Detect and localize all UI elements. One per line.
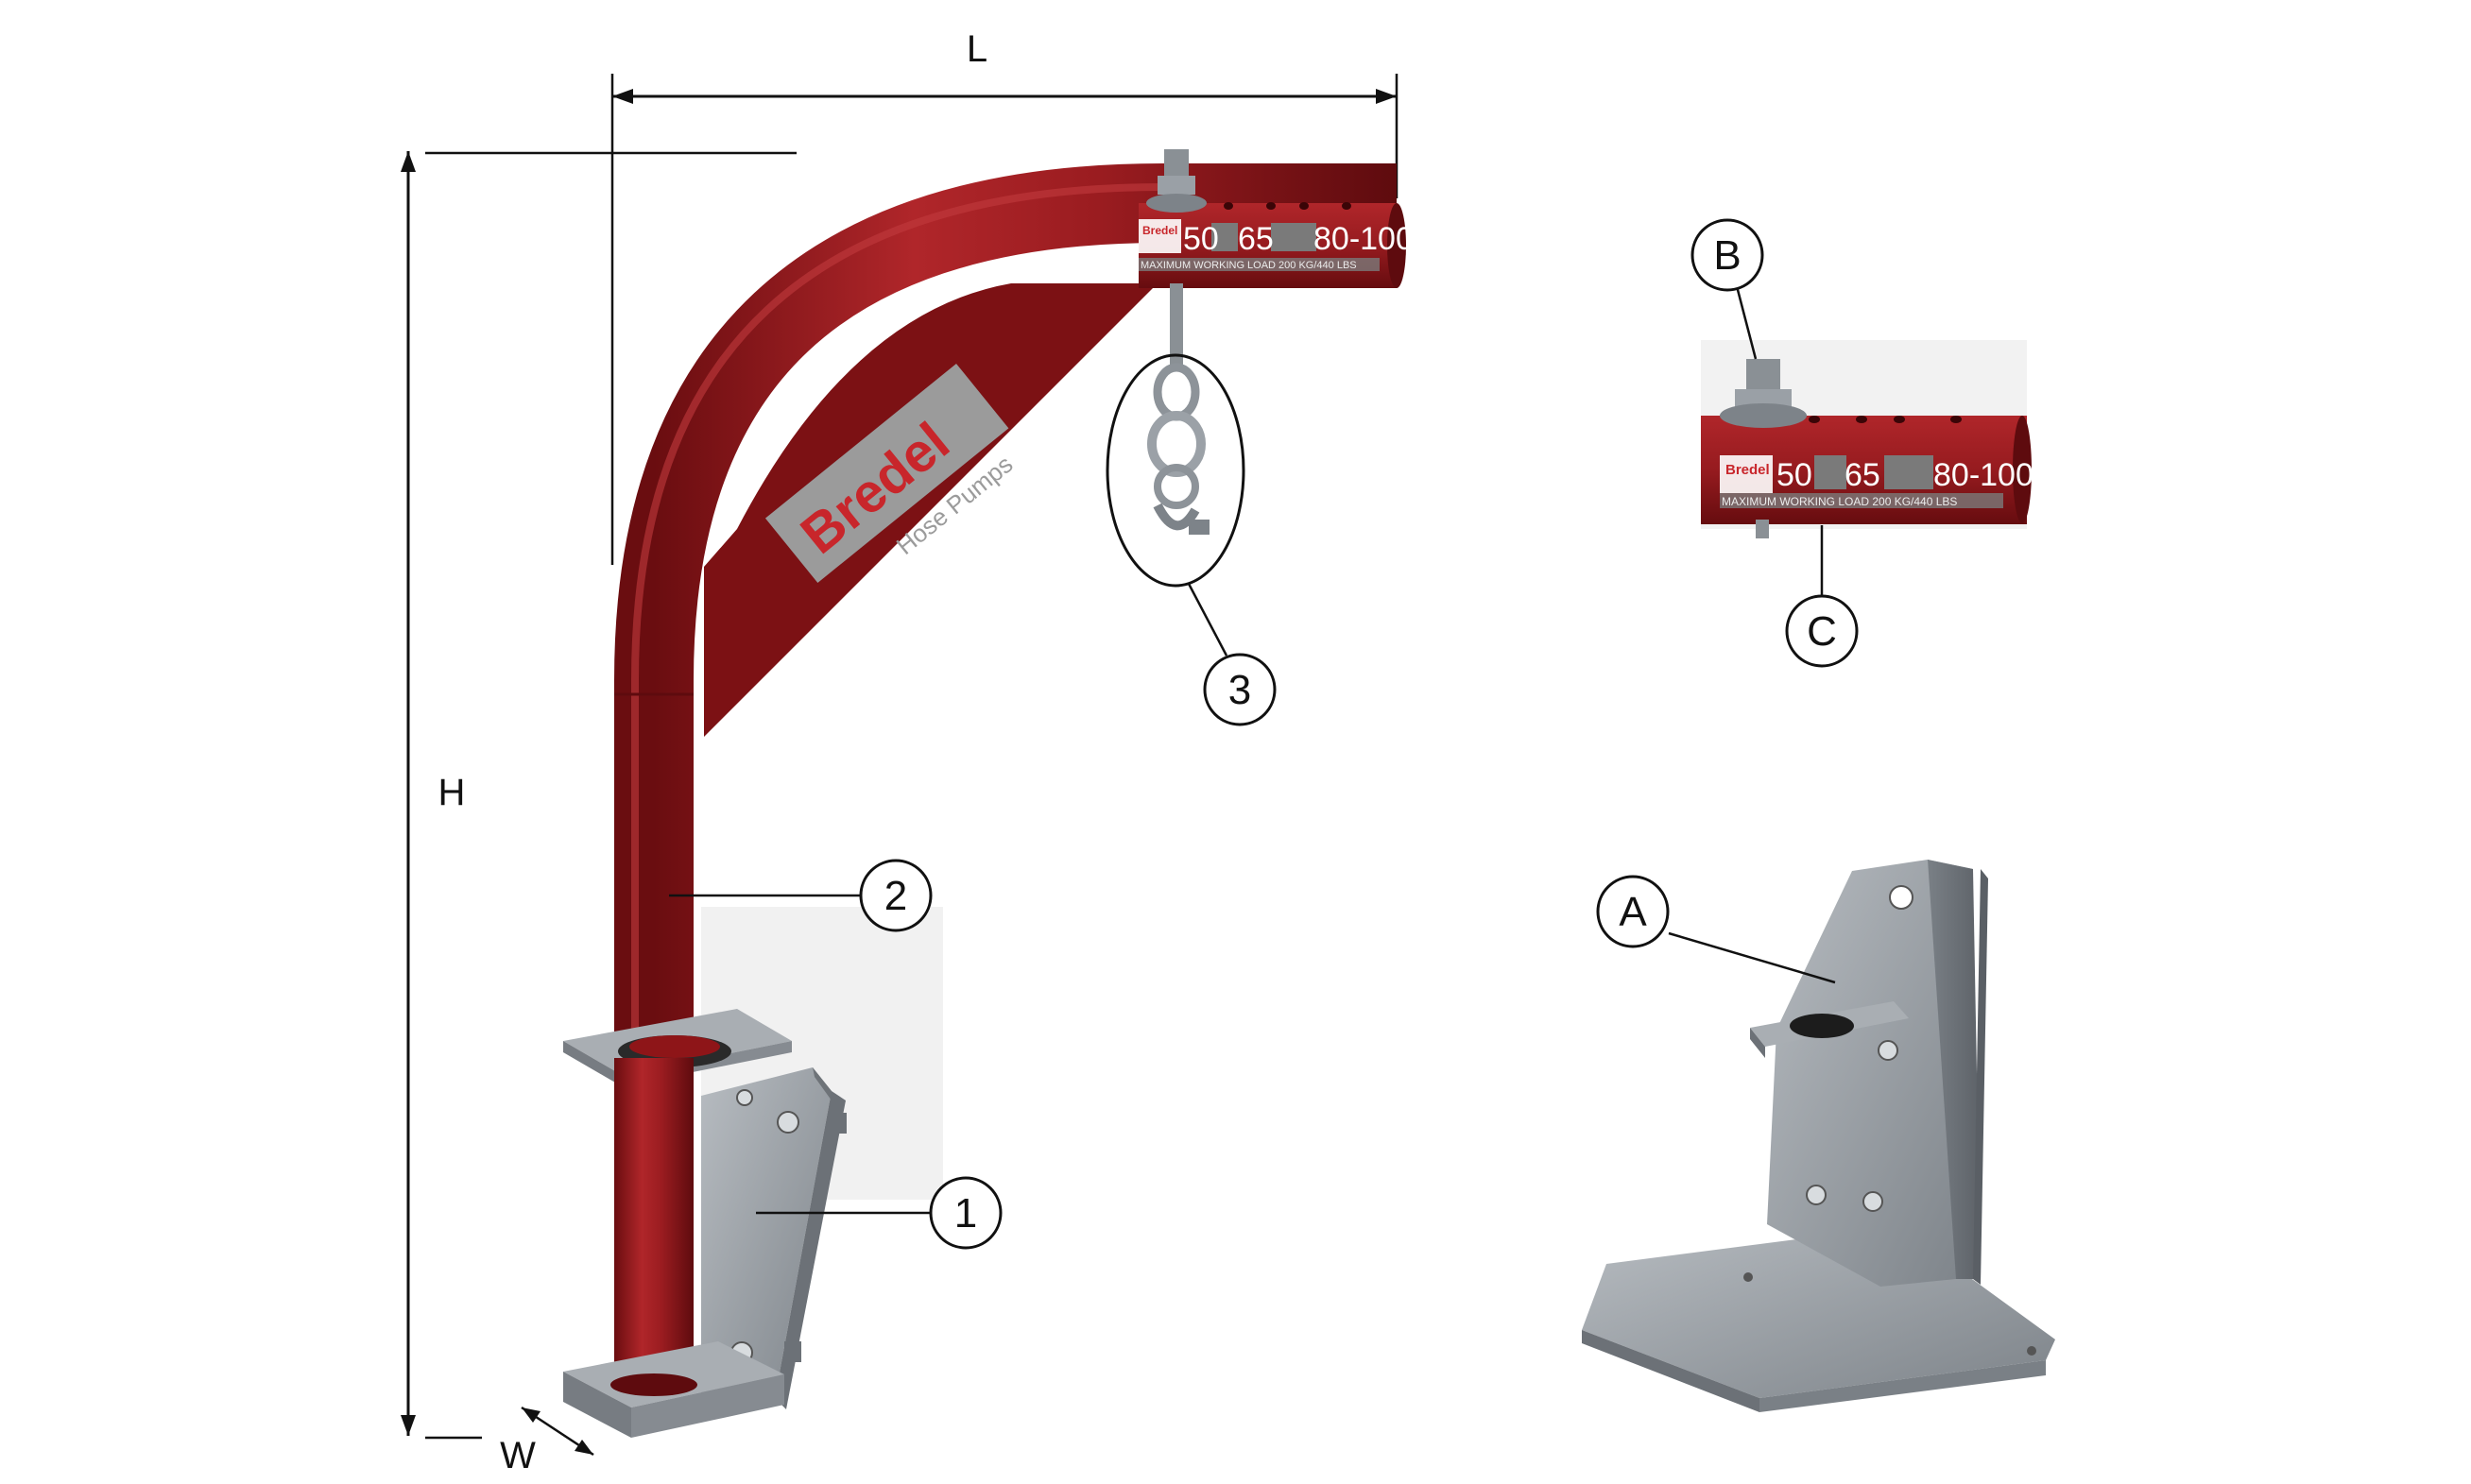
dimension-l-label: L: [967, 28, 987, 70]
base-plate: [563, 1341, 784, 1438]
callout-b-label: B: [1713, 232, 1741, 279]
detail-bracket: [1582, 860, 2055, 1412]
callout-1: 1: [756, 1176, 1003, 1250]
detail-scale-pos-80-100: 80-100: [1933, 457, 2033, 493]
callout-b: B: [1690, 218, 1764, 360]
dimension-h-label: H: [438, 772, 466, 813]
callout-1-label: 1: [954, 1190, 977, 1237]
callout-c-label: C: [1807, 608, 1837, 655]
dimension-w-label: W: [500, 1435, 536, 1476]
callout-2-label: 2: [884, 873, 907, 919]
arm-tube: [614, 163, 1397, 1389]
callout-2: 2: [669, 859, 933, 932]
detail-scale-load-text: MAXIMUM WORKING LOAD 200 KG/440 LBS: [1722, 495, 1957, 508]
detail-scale-brand: Bredel: [1725, 462, 1770, 478]
shackle-highlight-ring: [1106, 353, 1245, 588]
mounting-bracket: [701, 1067, 847, 1417]
arm-scale-pos-65: 65: [1238, 221, 1274, 257]
gusset-plate: [704, 283, 1158, 737]
shackle-swivel: [1147, 363, 1210, 535]
arm-scale-pos-50: 50: [1183, 221, 1219, 257]
dimension-l: L: [610, 28, 1399, 565]
lifting-arm-assembly: Bredel Hose Pumps Bredel 50 65 80-100 MA…: [563, 149, 1414, 1438]
arm-scale-brand: Bredel: [1142, 224, 1177, 237]
callout-a: A: [1596, 875, 1836, 984]
arm-horizontal-end: [1139, 203, 1397, 288]
callout-3-label: 3: [1228, 667, 1251, 713]
arm-scale-label: Bredel 50 65 80-100 MAXIMUM WORKING LOAD…: [1139, 219, 1414, 271]
dimension-w: W: [500, 1406, 594, 1476]
arm-scale-pos-80-100: 80-100: [1313, 221, 1414, 257]
detail-scale-pos-50: 50: [1776, 457, 1812, 493]
callout-a-label: A: [1619, 889, 1647, 935]
detail-scale-pos-65: 65: [1845, 457, 1880, 493]
arm-nut-bolt: [1146, 149, 1207, 368]
callout-3: 3: [1187, 583, 1277, 726]
arm-holes: [1224, 202, 1351, 210]
dimension-h: H: [401, 151, 797, 1440]
detail-arm-end: Bredel 50 65 80-100 MAXIMUM WORKING LOAD…: [1701, 340, 2033, 538]
callout-c: C: [1785, 525, 1859, 668]
column-tube-lower: [614, 1058, 694, 1389]
arm-scale-load-text: MAXIMUM WORKING LOAD 200 KG/440 LBS: [1141, 260, 1357, 271]
